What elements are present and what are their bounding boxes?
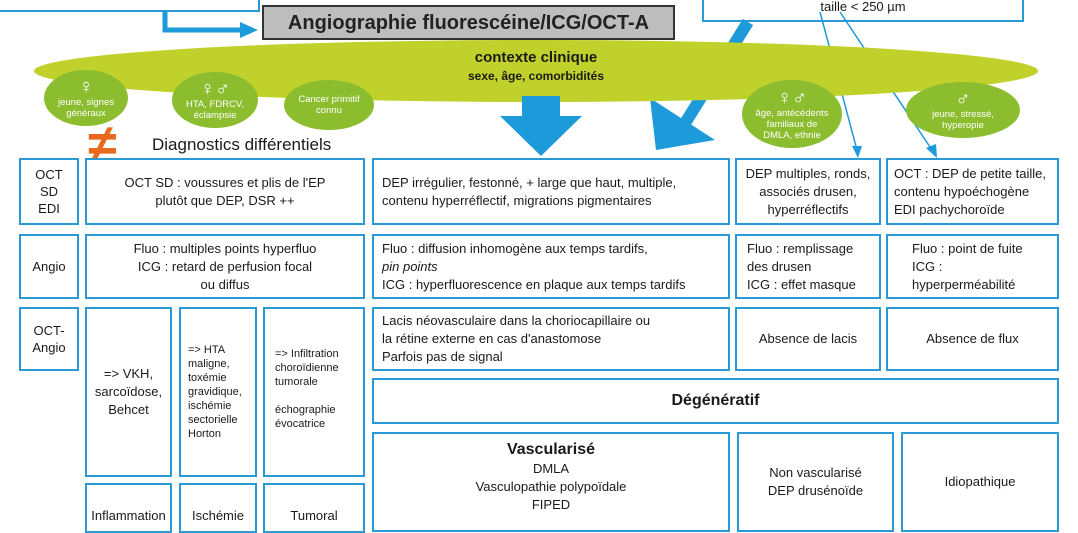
row-header-octa: OCT- Angio <box>19 307 79 371</box>
male-female-symbol-icon: ♀♂ <box>777 86 807 109</box>
diff-inflammation-cell: => VKH, sarcoïdose, Behcet <box>85 307 172 477</box>
vascularise-box: Vascularisé DMLA Vasculopathie polypoïda… <box>372 432 730 532</box>
top-left-elbow-arrow <box>162 10 242 33</box>
angio-differential-cell: Fluo : multiples points hyperfluo ICG : … <box>85 234 365 299</box>
differential-title: Diagnostics différentiels <box>152 135 332 154</box>
oct-main-cell: DEP irrégulier, festonné, + large que ha… <box>372 158 730 225</box>
profile-inflammation: ♀ jeune, signes généraux <box>44 70 128 126</box>
tumoral-label-box: Tumoral <box>263 483 365 533</box>
row-header-oct: OCT SD EDI <box>19 158 79 225</box>
profile-amd: ♀♂ âge, antécédents familiaux de DMLA, e… <box>742 80 842 148</box>
diagonal-arrowhead <box>650 98 715 150</box>
clinical-context-text: contexte clinique sexe, âge, comorbidité… <box>34 48 1038 84</box>
non-vascularise-box: Non vascularisé DEP drusénoïde <box>737 432 894 532</box>
clinical-context-title: contexte clinique <box>474 49 598 66</box>
big-down-arrow <box>500 96 582 156</box>
oct-cscr-cell: OCT : DEP de petite taille, contenu hypo… <box>886 158 1059 225</box>
oct-drusen-cell: DEP multiples, ronds, associés drusen, h… <box>735 158 881 225</box>
angio-main-cell: Fluo : diffusion inhomogène aux temps ta… <box>372 234 730 299</box>
female-symbol-icon: ♀ <box>78 76 94 98</box>
top-right-box: taille < 250 µm <box>702 0 1024 22</box>
profile-ischemia: ♀♂ HTA, FDRCV, éclampsie <box>172 72 258 128</box>
octa-cscr-cell: Absence de flux <box>886 307 1059 371</box>
octa-drusen-cell: Absence de lacis <box>735 307 881 371</box>
thin-arrowhead-drusen <box>852 146 862 158</box>
oct-differential-cell: OCT SD : voussures et plis de l'EP plutô… <box>85 158 365 225</box>
top-left-box <box>0 0 260 12</box>
row-header-angio: Angio <box>19 234 79 299</box>
size-criterion: taille < 250 µm <box>820 0 906 14</box>
inflammation-label-box: Inflammation <box>85 483 172 533</box>
angio-drusen-cell: Fluo : remplissage des drusen ICG : effe… <box>735 234 881 299</box>
angio-cscr-cell: Fluo : point de fuite ICG : hyperperméab… <box>886 234 1059 299</box>
profile-cscr: ♂ jeune, stressé, hyperopie <box>906 82 1020 138</box>
male-female-symbol-icon: ♀♂ <box>200 78 230 100</box>
ischemia-label-box: Ischémie <box>179 483 257 533</box>
diff-ischemia-cell: => HTA maligne, toxémie gravidique, isch… <box>179 307 257 477</box>
arrows-layer <box>162 10 937 158</box>
degeneratif-box: Dégénératif <box>372 378 1059 424</box>
page-title: Angiographie fluorescéine/ICG/OCT-A <box>262 5 675 40</box>
diff-tumor-cell: => Infiltration choroïdienne tumorale éc… <box>263 307 365 477</box>
thin-arrowhead-cscr <box>926 144 937 158</box>
profile-tumor: Cancer primitif connu <box>284 80 374 130</box>
top-left-arrowhead <box>240 22 258 38</box>
clinical-context-subtitle: sexe, âge, comorbidités <box>467 69 605 83</box>
octa-main-cell: Lacis néovasculaire dans la choriocapill… <box>372 307 730 371</box>
male-symbol-icon: ♂ <box>955 88 971 110</box>
vascularise-title: Vascularisé <box>506 441 596 458</box>
idiopathique-box: Idiopathique <box>901 432 1059 532</box>
